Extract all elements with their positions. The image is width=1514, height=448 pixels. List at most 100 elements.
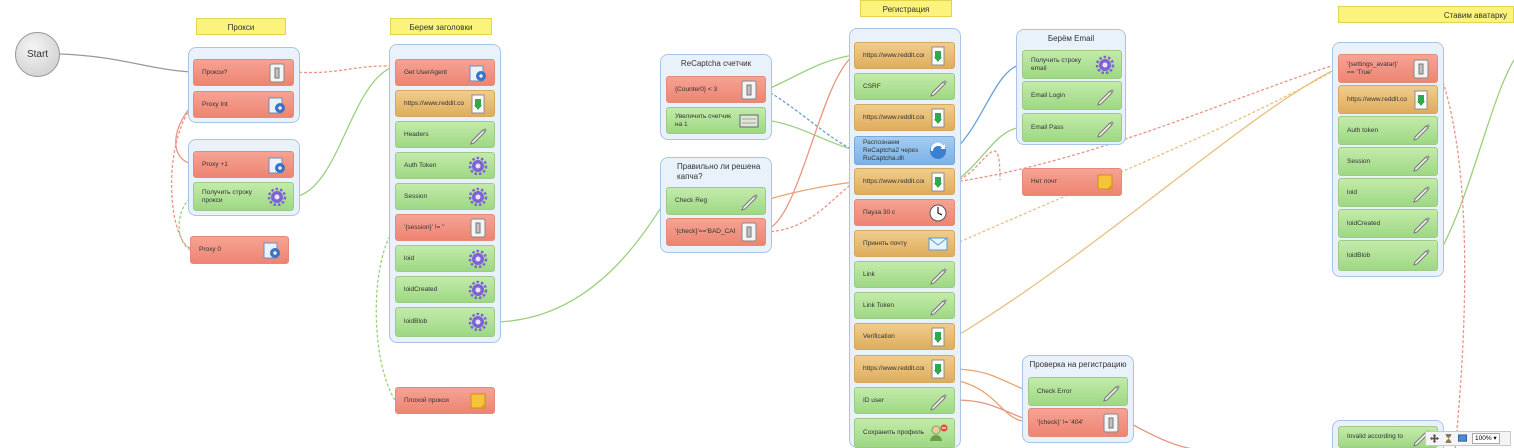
action-block[interactable]: Сохранить профиль — [854, 418, 955, 448]
action-block[interactable]: Proxy Int — [193, 91, 294, 118]
action-block[interactable]: Принять почту — [854, 230, 955, 257]
profile-icon — [930, 424, 948, 441]
block-label: Увеличить счетчик на 1 — [675, 112, 731, 128]
action-block[interactable]: Нет почт — [1022, 168, 1122, 196]
connection-wire — [59, 53, 194, 73]
switch-icon — [1413, 59, 1429, 78]
action-block[interactable]: Verification — [854, 323, 955, 350]
action-block[interactable]: loidBlob — [1338, 240, 1438, 271]
connection-wire — [1437, 59, 1514, 256]
action-block[interactable]: Получить строку email — [1022, 50, 1122, 79]
connection-wire — [765, 89, 855, 151]
pen-icon — [1413, 185, 1430, 203]
zoom-select[interactable]: 100% ▾ — [1472, 433, 1500, 444]
section-label-proxy: Прокси — [196, 18, 286, 35]
block-label: Invalid according to — [1347, 433, 1404, 440]
block-label: Auth token — [1347, 126, 1379, 134]
action-block[interactable]: loidCreated — [1338, 209, 1438, 238]
connection-wire — [765, 119, 855, 151]
pen-icon — [930, 393, 947, 411]
action-block[interactable]: Link Token — [854, 292, 955, 319]
action-block[interactable]: Плохой прокси — [395, 387, 495, 414]
action-block[interactable]: https://www.reddit.com/check_username — [854, 104, 955, 131]
download-icon — [931, 172, 945, 191]
connection-wire — [1127, 421, 1192, 448]
connection-wire — [954, 368, 1029, 392]
block-label: loidCreated — [1347, 219, 1381, 227]
pen-icon — [1413, 216, 1430, 234]
action-block[interactable]: Session — [1338, 147, 1438, 176]
block-label: Link Token — [863, 301, 894, 309]
list-icon — [268, 97, 285, 113]
block-label: Принять почту — [863, 239, 907, 247]
download-icon — [1414, 90, 1428, 109]
action-block[interactable]: ID user — [854, 387, 955, 414]
action-block[interactable]: Get UserAgent — [395, 59, 495, 86]
action-block[interactable]: '{check}'=='BAD_CAPTCHA' — [666, 218, 766, 246]
hourglass-icon[interactable] — [1444, 434, 1453, 443]
action-block[interactable]: Proxy +1 — [193, 151, 294, 178]
action-block[interactable]: '{check}' != '404' — [1028, 408, 1128, 437]
block-label: '{settings_avatar}' == 'True' — [1347, 60, 1398, 76]
action-block[interactable]: Link — [854, 261, 955, 288]
action-block[interactable]: https://www.reddit.com/ — [395, 90, 495, 117]
download-icon — [931, 108, 945, 127]
action-block[interactable]: Распознаем ReCaptcha2 через RuCaptcha.dl… — [854, 136, 955, 165]
action-block[interactable]: https://www.reddit.com/register — [854, 168, 955, 195]
action-block[interactable]: Auth Token — [395, 152, 495, 179]
download-icon — [931, 327, 945, 346]
block-label: Verification — [863, 332, 895, 340]
gear-icon — [1095, 55, 1115, 74]
connection-wire — [765, 54, 855, 91]
action-block[interactable]: loid — [1338, 178, 1438, 207]
connection-wire — [954, 63, 1023, 151]
connection-wire — [954, 126, 1023, 183]
mail-icon — [928, 237, 948, 250]
pen-icon — [741, 194, 758, 211]
screen-icon[interactable] — [1458, 434, 1467, 443]
action-block[interactable]: Получить строку прокси — [193, 182, 294, 211]
action-block[interactable]: Invalid according to — [1338, 426, 1438, 448]
start-node[interactable]: Start — [15, 32, 60, 77]
action-block[interactable]: Прокси? — [193, 59, 294, 86]
action-block[interactable]: Session — [395, 183, 495, 210]
connection-wire — [293, 65, 396, 74]
clock-icon — [929, 204, 947, 221]
block-label: loidBlob — [404, 318, 428, 325]
gear-icon — [468, 187, 488, 206]
action-block[interactable]: {Counter0} < 3 — [666, 76, 766, 103]
gear-icon — [468, 280, 488, 299]
action-block[interactable]: loid — [395, 245, 495, 272]
switch-icon — [741, 80, 757, 99]
action-block[interactable]: Email Login — [1022, 81, 1122, 110]
block-label: https://www.reddit.com/ — [404, 99, 464, 107]
action-block[interactable]: https://www.reddit.com/ — [1338, 85, 1438, 114]
action-block[interactable]: Proxy 0 — [190, 236, 289, 264]
connection-wire — [954, 379, 1029, 423]
action-block[interactable]: loidCreated — [395, 276, 495, 303]
pen-icon — [470, 127, 487, 145]
connection-wire — [1437, 67, 1466, 448]
action-block[interactable]: '{settings_avatar}' == 'True' — [1338, 54, 1438, 83]
move-icon[interactable] — [1430, 434, 1439, 443]
block-label: Email Pass — [1031, 123, 1064, 131]
list-icon — [469, 65, 486, 81]
list-icon — [268, 157, 285, 173]
pen-icon — [930, 298, 947, 316]
block-label: Session — [1347, 157, 1371, 165]
action-block[interactable]: Auth token — [1338, 116, 1438, 145]
action-block[interactable]: CSRF — [854, 73, 955, 100]
action-block[interactable]: https://www.reddit.com/user/USERNAME/abo… — [854, 355, 955, 383]
action-block[interactable]: https://www.reddit.com/register/ — [854, 42, 955, 69]
action-block[interactable]: Check Reg — [666, 187, 766, 215]
action-block[interactable]: Пауза 30 с — [854, 199, 955, 226]
action-block[interactable]: '{session}' != '' — [395, 214, 495, 241]
action-block[interactable]: Увеличить счетчик на 1 — [666, 107, 766, 134]
action-block[interactable]: Email Pass — [1022, 113, 1122, 142]
action-block[interactable]: loidBlob — [395, 307, 495, 337]
action-block[interactable]: Check Error — [1028, 377, 1128, 406]
action-block[interactable]: Headers — [395, 121, 495, 148]
canvas-toolbar: 100% ▾ — [1425, 431, 1511, 446]
connection-wire — [375, 227, 396, 401]
